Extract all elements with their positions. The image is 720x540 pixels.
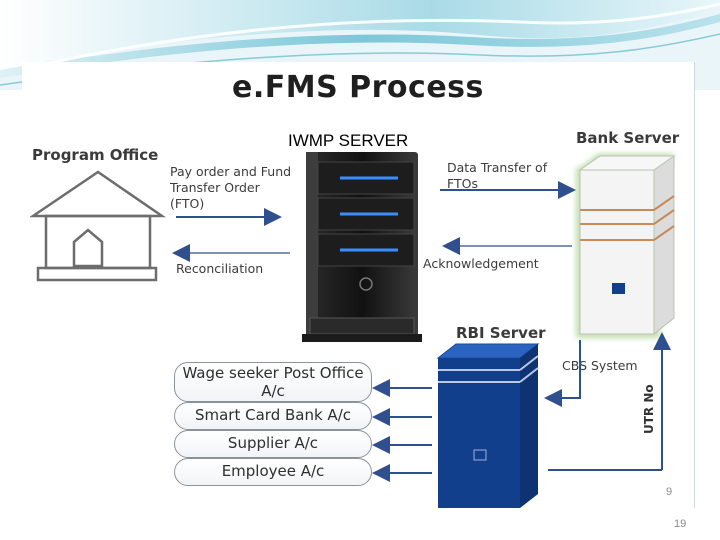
rbi-server-icon bbox=[436, 343, 540, 508]
data-transfer-line-1: Data Transfer of bbox=[447, 160, 548, 175]
panel-border bbox=[694, 62, 695, 508]
program-office-house-icon bbox=[30, 170, 167, 282]
page-number: 19 bbox=[674, 518, 687, 530]
program-office-label: Program Office bbox=[32, 146, 159, 164]
rbi-server-label: RBI Server bbox=[456, 324, 546, 342]
inner-page-number: 9 bbox=[666, 486, 673, 498]
utr-no-label: UTR No bbox=[642, 384, 656, 434]
iwmp-server-icon bbox=[302, 152, 422, 342]
pay-order-line-3: (FTO) bbox=[170, 196, 205, 211]
cbs-system-label: CBS System bbox=[562, 358, 638, 373]
acknowledgement-label: Acknowledgement bbox=[423, 256, 539, 271]
account-employee: Employee A/c bbox=[174, 458, 372, 486]
reconciliation-label: Reconciliation bbox=[176, 261, 264, 276]
bank-server-icon bbox=[576, 154, 676, 338]
pay-order-line-1: Pay order and Fund bbox=[170, 164, 292, 179]
account-supplier-label: Supplier A/c bbox=[227, 434, 319, 452]
data-transfer-line-2: FTOs bbox=[447, 176, 478, 191]
account-supplier: Supplier A/c bbox=[174, 430, 372, 458]
account-wage-seeker: Wage seeker Post Office A/c bbox=[174, 362, 372, 402]
account-smart-card-label: Smart Card Bank A/c bbox=[194, 406, 351, 424]
pay-order-line-2: Transfer Order bbox=[170, 180, 260, 195]
account-wage-seeker-label: Wage seeker Post Office A/c bbox=[182, 364, 364, 400]
account-smart-card: Smart Card Bank A/c bbox=[174, 402, 372, 430]
bank-server-label: Bank Server bbox=[576, 129, 680, 147]
slide-title: e.FMS Process bbox=[232, 70, 484, 105]
iwmp-server-label: IWMP SERVER bbox=[288, 131, 409, 150]
account-employee-label: Employee A/c bbox=[221, 462, 325, 480]
